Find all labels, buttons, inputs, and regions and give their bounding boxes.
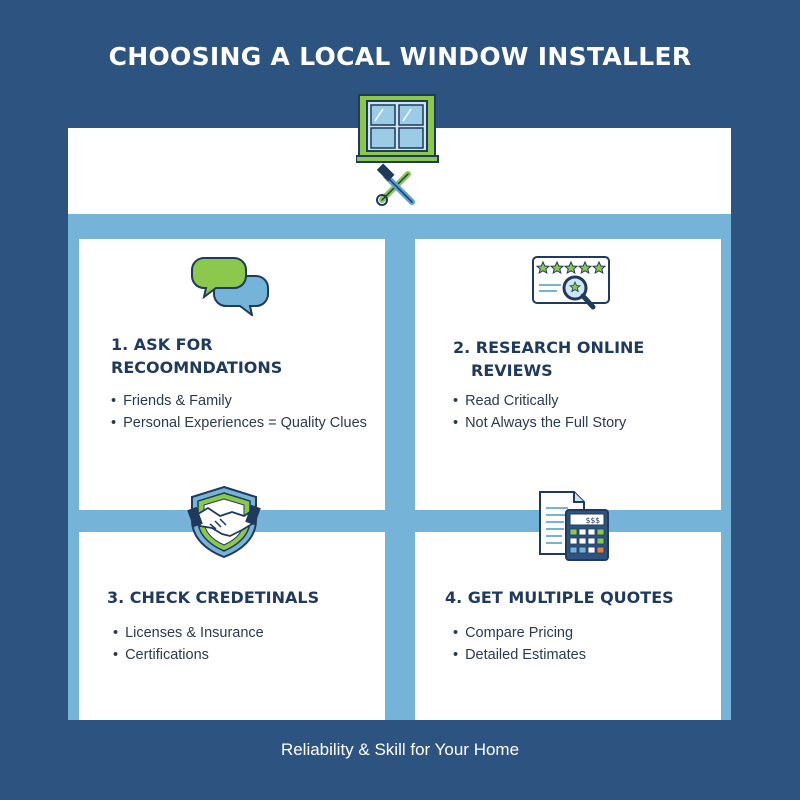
card-title: 2. RESEARCH ONLINE REVIEWS — [453, 336, 644, 382]
list-item: Not Always the Full Story — [453, 412, 626, 434]
bullet-list: Read Critically Not Always the Full Stor… — [453, 390, 626, 434]
list-item: Detailed Estimates — [453, 644, 586, 666]
card-title-line: 1. ASK FOR — [111, 335, 213, 354]
list-item: Read Critically — [453, 390, 626, 412]
card-title: 1. ASK FOR RECOOMNDATIONS — [111, 333, 282, 379]
infographic-board: 1. ASK FOR RECOOMNDATIONS Friends & Fami… — [68, 94, 731, 720]
chat-bubbles-icon — [191, 257, 269, 316]
list-item: Friends & Family — [111, 390, 367, 412]
star-review-magnifier-icon — [532, 256, 610, 310]
list-item: Certifications — [113, 644, 264, 666]
card-get-quotes: 4. GET MULTIPLE QUOTES Compare Pricing D… — [415, 532, 721, 720]
card-research-reviews: 2. RESEARCH ONLINE REVIEWS Read Critical… — [415, 239, 721, 510]
card-title-line: REVIEWS — [471, 361, 553, 380]
card-check-credentials: 3. CHECK CREDETINALS Licenses & Insuranc… — [79, 532, 385, 720]
list-item: Licenses & Insurance — [113, 622, 264, 644]
card-title-line: 3. CHECK CREDETINALS — [107, 588, 320, 607]
card-title-line: 4. GET MULTIPLE QUOTES — [445, 588, 674, 607]
handshake-shield-icon — [187, 485, 261, 559]
bullet-list: Compare Pricing Detailed Estimates — [453, 622, 586, 666]
card-title: 3. CHECK CREDETINALS — [107, 586, 319, 609]
page-title: CHOOSING A LOCAL WINDOW INSTALLER — [108, 42, 692, 71]
bullet-list: Licenses & Insurance Certifications — [113, 622, 264, 666]
card-ask-recommendations: 1. ASK FOR RECOOMNDATIONS Friends & Fami… — [79, 239, 385, 510]
list-item: Personal Experiences = Quality Clues — [111, 412, 367, 434]
card-title-line: 2. RESEARCH ONLINE — [453, 338, 645, 357]
list-item: Compare Pricing — [453, 622, 586, 644]
card-title: 4. GET MULTIPLE QUOTES — [445, 586, 674, 609]
card-title-line: RECOOMNDATIONS — [111, 358, 283, 377]
footer-tagline: Reliability & Skill for Your Home — [280, 740, 520, 759]
calculator-document-icon: $$$ — [539, 491, 609, 561]
window-tools-icon — [356, 94, 439, 206]
bullet-list: Friends & Family Personal Experiences = … — [111, 390, 367, 434]
calculator-display: $$$ — [586, 516, 601, 525]
